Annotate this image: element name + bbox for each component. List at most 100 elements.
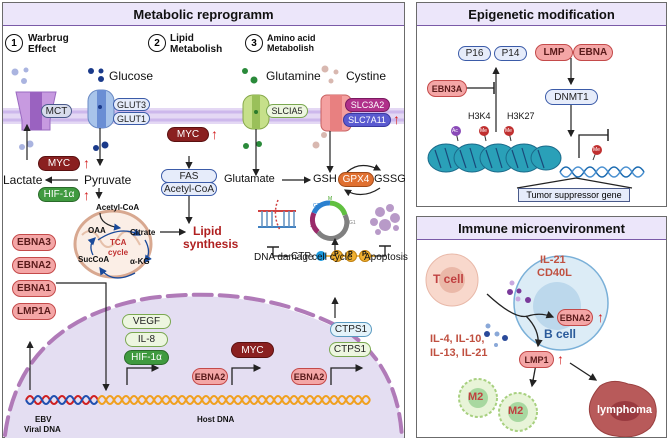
slc1a5-transporter-icon — [242, 94, 270, 130]
lmp1-up-arrow-icon: ↑ — [557, 351, 564, 367]
cell-cycle-icon — [309, 200, 350, 241]
myc-lipid-label: MYC — [167, 127, 209, 142]
p14-label: P14 — [494, 46, 527, 61]
m2-label-2: M2 — [508, 405, 524, 417]
apoptosis-label: Apoptosis — [364, 252, 408, 263]
ctp-base-icon — [316, 251, 326, 261]
glutamine-label: Glutamine — [266, 69, 321, 83]
slc1a5-label: SLCIA5 — [266, 104, 308, 118]
lymphoma-label: lymphoma — [597, 404, 653, 416]
tca-label-1: TCA — [110, 238, 127, 247]
ebna2-up-arrow-icon: ↑ — [597, 309, 604, 325]
hif1a-up-arrow-icon: ↑ — [83, 187, 90, 203]
tca-label-2: cycle — [108, 248, 129, 257]
ebn3a-label: EBN3A — [427, 80, 467, 97]
lipid-synthesis-label-1: Lipid — [193, 224, 222, 238]
m2-label-1: M2 — [468, 391, 484, 403]
immune-title: Immune microenvironment — [417, 217, 666, 240]
b-cell-label: B cell — [544, 327, 577, 341]
me-mark-label-1: Me — [480, 128, 487, 134]
mct-label: MCT — [41, 104, 72, 118]
section-number-3: 3 — [245, 34, 263, 52]
il8-label: IL-8 — [125, 332, 168, 347]
cell-cycle-label: cell cycle — [312, 252, 353, 263]
host-dna-icon — [97, 395, 371, 405]
cycle-phase-s: S — [310, 223, 314, 229]
warburg-label-1: Warbrug — [28, 33, 69, 44]
amino-label-1: Amino acid — [267, 33, 316, 43]
dna-damage-label: DNA damage — [254, 252, 314, 263]
lipid-label-1: Lipid — [170, 33, 194, 44]
glutamate-label: Glutamate — [224, 173, 275, 185]
section-number-1: 1 — [5, 34, 23, 52]
myc-up-arrow-icon: ↑ — [83, 155, 90, 171]
fas-label: FAS — [161, 169, 217, 183]
il21-label: IL-21 — [540, 254, 566, 266]
viral-dna-icon — [25, 395, 99, 405]
lmp-label: LMP — [535, 44, 573, 61]
akg-label: α-KG — [130, 257, 150, 266]
ebv-label-2: Viral DNA — [24, 425, 61, 434]
hif1a-nucleus-label: HIF-1α — [124, 350, 169, 365]
cytokines-label-2: IL-13, IL-21 — [430, 347, 488, 359]
myc-lipid-up-arrow-icon: ↑ — [211, 126, 218, 142]
slc7a11-label: SLC7A11 — [343, 113, 391, 127]
slc3a2-label: SLC3A2 — [345, 98, 390, 112]
h3k27-label: H3K27 — [507, 111, 535, 121]
citrate-label: Citrate — [130, 228, 156, 237]
glut1-label: GLUT1 — [113, 112, 150, 125]
m2-macrophage-icon — [458, 378, 538, 432]
lipid-label-2: Metabolish — [170, 44, 223, 55]
glutamine-dot — [242, 68, 248, 74]
viral-protein-ebna2: EBNA2 — [12, 257, 56, 274]
ac-mark-label: Ac — [452, 128, 458, 134]
amino-label-2: Metabolish — [267, 43, 315, 53]
cystine-label: Cystine — [346, 69, 387, 83]
methyl-mark-icon — [479, 126, 489, 136]
tumor-suppressor-gene-label: Tumor suppressor gene — [518, 188, 630, 202]
myc-warburg-label: MYC — [38, 156, 80, 171]
h3k4-label: H3K4 — [468, 111, 491, 121]
ebna2-promoter-2: EBNA2 — [291, 368, 327, 385]
succoa-label: SucCoA — [78, 255, 110, 264]
glut-transporter-icon — [87, 89, 115, 129]
phosphate-3: P — [362, 251, 367, 258]
lmp1-immune-label: LMP1 — [519, 351, 554, 368]
ebna2-immune-label: EBNA2 — [557, 309, 593, 326]
acetyl-coa-lipid-label: Acetyl-CoA — [161, 182, 217, 196]
ctp-label: CTP — [291, 251, 311, 262]
pyruvate-label: Pyruvate — [84, 173, 132, 187]
cycle-phase-g1: G1 — [349, 220, 356, 226]
section-number-2: 2 — [148, 34, 166, 52]
epigenetic-panel: Epigenetic modification — [416, 2, 667, 207]
p16-label: P16 — [458, 46, 491, 61]
gpx4-label: GPX4 — [338, 172, 374, 187]
hif1a-warburg-label: HIF-1α — [38, 187, 80, 202]
slc7a11-up-arrow-icon: ↑ — [393, 111, 400, 127]
viral-protein-ebna1: EBNA1 — [12, 280, 56, 297]
ctps1-label-2: CTPS1 — [329, 342, 371, 357]
oaa-label: OAA — [88, 226, 106, 235]
viral-protein-ebna3: EBNA3 — [12, 234, 56, 251]
viral-protein-lmp1a: LMP1A — [12, 303, 56, 320]
epigenetic-title: Epigenetic modification — [417, 3, 666, 26]
ebna-label: EBNA — [573, 44, 613, 61]
metabolic-title: Metabolic reprogramm — [3, 3, 404, 26]
cystine-dot — [321, 65, 329, 73]
t-cell-label: T cell — [433, 272, 464, 286]
acetyl-coa-tca-label: Acetyl-CoA — [96, 203, 140, 212]
lipid-synthesis-label-2: synthesis — [183, 237, 239, 251]
ebna2-promoter-1: EBNA2 — [192, 368, 228, 385]
ctps1-label-1: CTPS1 — [330, 322, 372, 337]
lactate-label: Lactate — [3, 173, 43, 187]
dna-helix-icon — [559, 166, 645, 178]
immune-panel: Immune microenvironment — [416, 216, 667, 438]
warburg-label-2: Effect — [28, 44, 56, 55]
cytokines-label-1: IL-4, IL-10, — [430, 333, 485, 345]
cd40l-label: CD40L — [537, 267, 572, 279]
me-mark-label-2: Me — [505, 128, 512, 134]
dnmt1-label: DNMT1 — [545, 89, 598, 105]
host-dna-label: Host DNA — [197, 415, 235, 424]
ebv-label-1: EBV — [35, 415, 52, 424]
